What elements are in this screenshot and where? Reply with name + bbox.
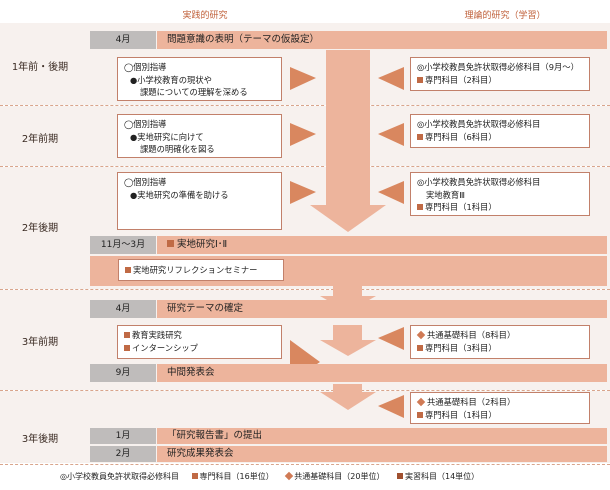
- period-label-2: 2年前期: [21, 134, 59, 145]
- reflection-seminar-box: 実地研究リフレクションセミナー: [118, 259, 284, 281]
- box-line: 共通基礎科目（2科目）: [427, 397, 516, 407]
- guidance-box-3: ◯個別指導 ●実地研究の準備を助ける: [117, 172, 282, 230]
- month-cell: 4月: [90, 300, 156, 318]
- month-cell: 4月: [90, 31, 156, 49]
- square-bullet-icon: [191, 473, 198, 479]
- milestone-bar-5: 「研究報告書」の提出: [157, 428, 607, 444]
- milestone-text: 実地研究Ⅰ･Ⅱ: [177, 239, 228, 250]
- box-line: 専門科目（1科目）: [425, 202, 497, 213]
- period-divider: [0, 289, 610, 290]
- box-line: 実地教育Ⅲ: [426, 189, 465, 200]
- milestone-text: 研究テーマの確定: [167, 303, 244, 314]
- milestone-bar-2: 実地研究Ⅰ･Ⅱ: [157, 236, 607, 254]
- box-line: 実地研究リフレクションセミナー: [133, 265, 258, 275]
- square-bullet-icon: [417, 76, 423, 83]
- period-divider: [0, 166, 610, 167]
- course-box-4: 共通基礎科目（8科目） 専門科目（3科目）: [410, 325, 590, 359]
- diamond-bullet-icon: [285, 471, 294, 481]
- box-line: 共通基礎科目（8科目）: [427, 330, 516, 340]
- box-line: ●小学校教育の現状や: [130, 74, 212, 85]
- left-arrow-5: [378, 395, 404, 418]
- square-bullet-icon: [397, 473, 403, 479]
- square-bullet-icon: [417, 133, 423, 140]
- diamond-bullet-icon: [416, 397, 426, 407]
- milestone-bar-1: 問題意識の表明（テーマの仮設定）: [157, 31, 607, 49]
- box-line: ●実地研究に向けて: [130, 131, 204, 142]
- period-divider: [0, 464, 610, 465]
- legend: ◎小学校教員免許状取得必修科目 専門科目（16単位） 共通基礎科目（20単位） …: [60, 471, 605, 483]
- square-bullet-icon: [417, 204, 423, 211]
- diamond-bullet-icon: [416, 330, 426, 340]
- right-arrow-2: [290, 123, 316, 146]
- box-title: ◯個別指導: [124, 62, 167, 72]
- milestone-text: 「研究報告書」の提出: [167, 430, 263, 441]
- down-arrow-late: [320, 384, 376, 410]
- down-arrow-main: [310, 50, 386, 232]
- down-arrow-theme: [320, 286, 376, 312]
- milestone-bar-6: 研究成果発表会: [157, 446, 607, 462]
- period-label-3: 2年後期: [21, 223, 59, 234]
- box-line: ◎小学校教員免許状取得必修科目: [417, 119, 541, 129]
- period-divider: [0, 390, 610, 391]
- box-title: ◯個別指導: [124, 177, 167, 187]
- course-box-1: ◎小学校教員免許状取得必修科目（9月～） 専門科目（2科目）: [410, 57, 590, 91]
- right-arrow-3: [290, 181, 316, 204]
- left-arrow-2: [378, 123, 404, 146]
- period-divider: [0, 105, 610, 106]
- milestone-text: 問題意識の表明（テーマの仮設定）: [167, 34, 320, 45]
- box-line: 課題についての理解を深める: [140, 87, 248, 98]
- square-bullet-icon: [124, 344, 130, 351]
- left-arrow-3: [378, 181, 404, 204]
- period-label-1: 1年前・後期: [11, 62, 69, 73]
- month-cell: 11月～3月: [90, 236, 156, 254]
- box-line: 課題の明確化を図る: [140, 144, 215, 155]
- left-arrow-4: [378, 327, 404, 350]
- box-line: ●実地研究の準備を助ける: [130, 189, 229, 200]
- header-theoretical: 理論的研究（学習）: [464, 11, 546, 21]
- course-box-5: 共通基礎科目（2科目） 専門科目（1科目）: [410, 392, 590, 424]
- legend-item-common: 共通基礎科目（20単位）: [294, 472, 385, 481]
- box-line: ◎小学校教員免許状取得必修科目（9月～）: [417, 62, 579, 72]
- box-title: ◯個別指導: [124, 119, 167, 129]
- period-label-4: 3年前期: [21, 337, 59, 348]
- practice-box: 教育実践研究 インターンシップ: [117, 325, 282, 359]
- legend-item-required: ◎小学校教員免許状取得必修科目: [60, 472, 179, 481]
- milestone-bar-3: 研究テーマの確定: [157, 300, 607, 318]
- box-line: 専門科目（1科目）: [425, 409, 497, 420]
- box-line: 専門科目（2科目）: [425, 74, 497, 85]
- box-line: 専門科目（3科目）: [425, 342, 497, 353]
- month-cell: 1月: [90, 428, 156, 444]
- box-line: 専門科目（6科目）: [425, 131, 497, 142]
- square-bullet-icon: [125, 267, 131, 273]
- month-cell: 2月: [90, 446, 156, 462]
- box-line: 教育実践研究: [132, 330, 182, 340]
- left-arrow-1: [378, 67, 404, 90]
- month-cell: 9月: [90, 364, 156, 382]
- legend-item-specialized: 専門科目（16単位）: [199, 472, 274, 481]
- square-bullet-icon: [167, 240, 174, 247]
- square-bullet-icon: [417, 411, 423, 418]
- guidance-box-1: ◯個別指導 ●小学校教育の現状や 課題についての理解を深める: [117, 57, 282, 101]
- guidance-box-2: ◯個別指導 ●実地研究に向けて 課題の明確化を図る: [117, 114, 282, 158]
- period-label-5: 3年後期: [21, 434, 59, 445]
- header-practical: 実践的研究: [182, 11, 228, 21]
- square-bullet-icon: [124, 332, 130, 338]
- legend-item-practicum: 実習科目（14単位）: [405, 472, 480, 481]
- box-line: インターンシップ: [132, 342, 198, 353]
- course-box-2: ◎小学校教員免許状取得必修科目 専門科目（6科目）: [410, 114, 590, 148]
- down-arrow-mid: [320, 325, 376, 356]
- course-box-3: ◎小学校教員免許状取得必修科目 実地教育Ⅲ 専門科目（1科目）: [410, 172, 590, 216]
- milestone-bar-4: 中間発表会: [157, 364, 607, 382]
- milestone-text: 中間発表会: [167, 367, 215, 378]
- milestone-text: 研究成果発表会: [167, 448, 234, 459]
- square-bullet-icon: [417, 344, 423, 351]
- right-arrow-1: [290, 67, 316, 90]
- box-line: ◎小学校教員免許状取得必修科目: [417, 177, 541, 187]
